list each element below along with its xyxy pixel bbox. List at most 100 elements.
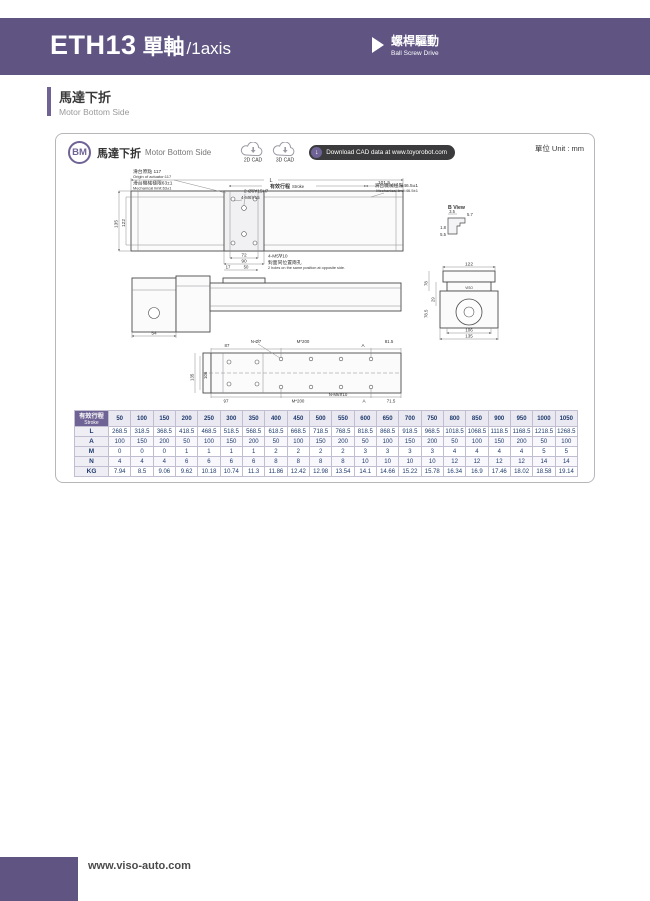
table-cell: 0 [152, 446, 176, 457]
table-cell: 16.9 [465, 466, 489, 477]
table-cell: 100 [107, 436, 132, 447]
limit-right-zh: 滑台機械極限46.5±1 [375, 182, 419, 189]
row-label: M [74, 446, 109, 457]
stroke-column-header: 850 [465, 410, 489, 427]
table-cell: 18.02 [509, 466, 534, 477]
opposite-note-zh: 對面同位置兩孔 [268, 259, 302, 266]
table-cell: 4 [487, 446, 511, 457]
bview-dim-1-8: 1.8 [440, 225, 446, 230]
holes-top2-label: 4-M6∀15 [241, 195, 260, 200]
drive-type-zh: 螺桿驅動 [391, 34, 440, 48]
stroke-column-header: 1050 [554, 410, 579, 427]
table-cell: 12 [487, 456, 511, 467]
table-cell: 50 [174, 436, 199, 447]
row-label: N [74, 456, 109, 467]
dim-stroke-zh: 有效行程 [270, 183, 290, 190]
bottom-dim-m200-bottom: M*200 [292, 399, 305, 404]
b-view-drawing: B View 3.5 5.7 1.8 5.5 [440, 205, 473, 237]
cad-2d-button[interactable]: 2D CAD [239, 141, 267, 164]
section-accent-bar [47, 87, 51, 116]
table-cell: 568.5 [241, 426, 266, 437]
bview-dim-5-5: 5.5 [440, 232, 446, 237]
cloud-icon [241, 141, 263, 157]
table-cell: 6 [174, 456, 199, 467]
stroke-column-header: 50 [107, 410, 132, 427]
table-cell: 6 [219, 456, 243, 467]
panel-label-zh: 馬達下折 [97, 147, 141, 160]
bottom-dim-71-5: 71.5 [387, 399, 396, 404]
table-cell: 8.5 [130, 466, 154, 477]
stroke-column-header: 500 [308, 410, 333, 427]
dim-135: 135 [114, 220, 120, 228]
table-cell: 100 [375, 436, 400, 447]
table-cell: 268.5 [107, 426, 132, 437]
stroke-column-header: 950 [509, 410, 534, 427]
table-cell: 13.54 [331, 466, 355, 477]
table-cell: 12 [442, 456, 467, 467]
section-title-zh: 馬達下折 [59, 90, 112, 105]
table-cell: 9.06 [152, 466, 176, 477]
limit-left-zh: 滑台機械極限63±1 [133, 180, 173, 187]
table-cell: 8 [331, 456, 355, 467]
footer-url: www.viso-auto.com [88, 860, 191, 872]
product-title-en: /1axis [186, 39, 231, 58]
limit-left-en: Mechanical limit:63±1 [133, 186, 172, 191]
stroke-column-header: 300 [219, 410, 243, 427]
table-cell: 15.22 [398, 466, 422, 477]
dim-90: 90 [241, 259, 247, 265]
drive-type-en: Ball Screw Drive [391, 50, 439, 57]
dim-L: L [269, 178, 272, 184]
endview-dim-78-5: 78.5 [424, 309, 429, 318]
bottom-dim-135: 135 [190, 373, 195, 381]
table-cell: 17.46 [487, 466, 511, 477]
bm-badge: BM [68, 141, 91, 164]
table-cell: 12.98 [308, 466, 333, 477]
table-cell: 1118.5 [487, 426, 511, 437]
download-cad-button[interactable]: ↓ Download CAD data at www.toyorobot.com [309, 145, 455, 160]
download-cad-label: Download CAD data at www.toyorobot.com [326, 149, 447, 156]
cad-3d-button[interactable]: 3D CAD [271, 141, 299, 164]
table-cell: 3 [398, 446, 422, 457]
stroke-column-header: 750 [420, 410, 444, 427]
bottom-dim-106: 106 [203, 371, 208, 379]
table-cell: 200 [241, 436, 266, 447]
table-cell: 4 [107, 456, 132, 467]
table-cell: 4 [152, 456, 176, 467]
stroke-column-header: 600 [353, 410, 377, 427]
table-cell: 14.1 [353, 466, 377, 477]
origin-callout-zh: 滑台原點 117 [133, 168, 162, 175]
table-cell: 3 [353, 446, 377, 457]
panel-header: BM 馬達下折 Motor Bottom Side 2D CAD 3D CAD [68, 141, 455, 164]
table-cell: 4 [465, 446, 489, 457]
section-title: 馬達下折 Motor Bottom Side [47, 87, 129, 117]
table-cell: 200 [509, 436, 534, 447]
table-cell: 14.66 [375, 466, 400, 477]
table-cell: 100 [197, 436, 221, 447]
table-cell: 1 [241, 446, 266, 457]
table-cell: 368.5 [152, 426, 176, 437]
table-cell: 7.94 [107, 466, 132, 477]
endview-dim-29: 29 [431, 297, 436, 302]
table-cell: 10 [398, 456, 422, 467]
table-cell: 2 [264, 446, 288, 457]
table-cell: 1 [219, 446, 243, 457]
table-cell: 200 [331, 436, 355, 447]
table-cell: 1 [174, 446, 199, 457]
dim-50: 50 [244, 265, 249, 270]
table-cell: 150 [219, 436, 243, 447]
table-cell: 11.3 [241, 466, 266, 477]
bottom-dim-87: 87 [225, 343, 230, 348]
bottom-dim-97: 97 [224, 399, 229, 404]
origin-callout-en: Origin of actuator:117 [133, 174, 172, 179]
table-cell: 14 [554, 456, 579, 467]
bottom-dim-81-5: 81.5 [385, 339, 394, 344]
end-view-drawing: VISO 122 78 29 78.5 106 [424, 262, 499, 341]
table-cell: 668.5 [286, 426, 310, 437]
footer-corner-block [0, 857, 78, 901]
table-cell: 150 [308, 436, 333, 447]
download-arrow-icon [283, 147, 288, 153]
section-title-en: Motor Bottom Side [59, 107, 130, 117]
technical-drawings: L 有效行程 Stroke 101.5 滑台原點 117 Origin of a… [66, 166, 586, 413]
section-text: 馬達下折 Motor Bottom Side [59, 87, 129, 117]
